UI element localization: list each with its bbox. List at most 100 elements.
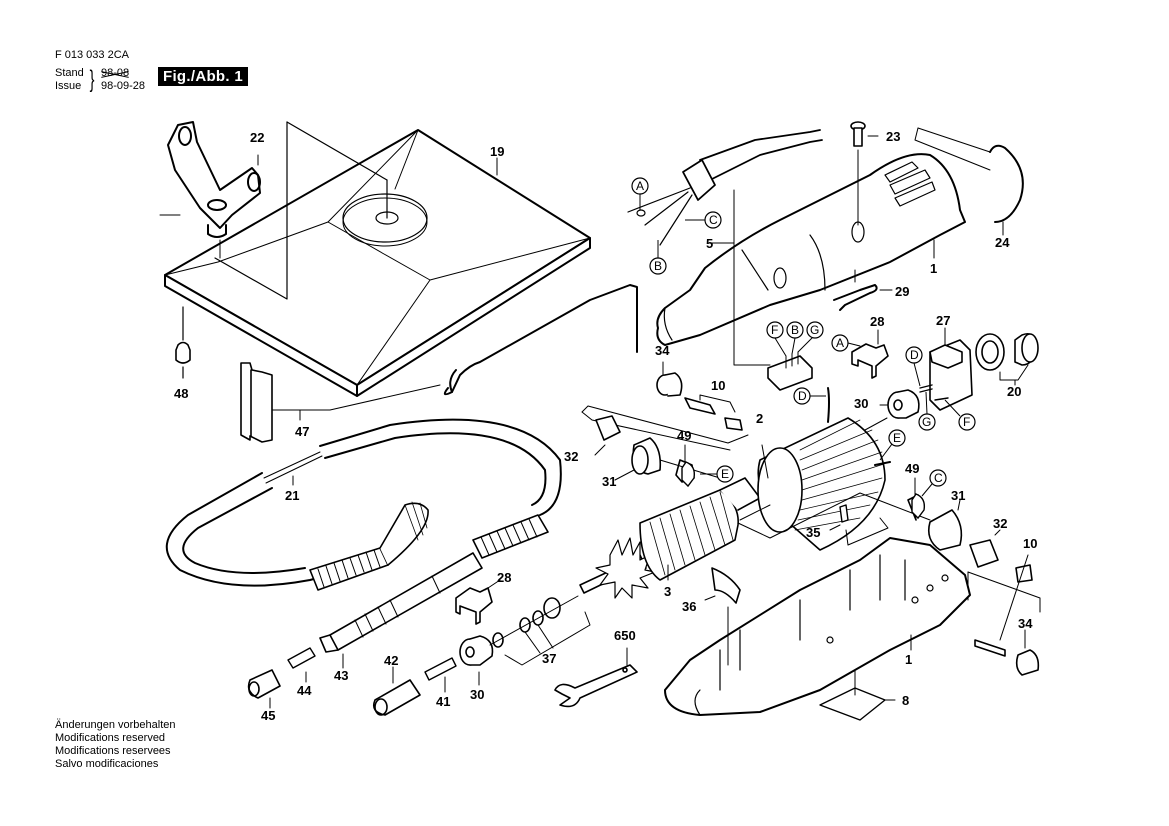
- connector-D-switch: D: [905, 346, 923, 387]
- callout-32-lower: 32: [993, 516, 1007, 531]
- pin-41: [424, 657, 457, 693]
- issue-value: 98-09-28: [101, 80, 146, 92]
- brush-assembly-lower: [737, 477, 1041, 676]
- connector-E-field: E: [879, 429, 906, 461]
- svg-text:F: F: [963, 415, 970, 429]
- circlip-49-right: [911, 493, 926, 520]
- callout-5: 5: [706, 236, 713, 251]
- collet-nut-45: [247, 669, 281, 709]
- cover-36: [704, 567, 741, 666]
- footer-notes: Änderungen vorbehalten Modifications res…: [55, 719, 175, 771]
- callout-8: 8: [902, 693, 909, 708]
- svg-text:G: G: [810, 323, 819, 337]
- svg-text:B: B: [654, 259, 662, 273]
- svg-text:F: F: [771, 323, 778, 337]
- svg-text:G: G: [922, 415, 931, 429]
- svg-text:C: C: [709, 213, 718, 227]
- callout-22: 22: [250, 130, 264, 145]
- connector-G-terminal: G: [806, 321, 824, 339]
- armature-3: [579, 477, 761, 599]
- callout-20: 20: [1007, 384, 1021, 399]
- stand-value: 98-08: [101, 67, 129, 80]
- holder-rail-47: [240, 362, 441, 443]
- issue-label: Issue: [55, 80, 82, 92]
- callout-35: 35: [806, 525, 820, 540]
- connector-C-cord: C: [685, 211, 722, 229]
- bracket-22: [167, 121, 261, 259]
- callout-32-upper: 32: [564, 449, 578, 464]
- footer-line-de: Änderungen vorbehalten: [55, 719, 176, 731]
- footer-line-en: Modifications reserved: [55, 732, 166, 744]
- callout-34-upper: 34: [655, 343, 670, 358]
- callout-10-lower: 10: [1023, 536, 1037, 551]
- callout-45: 45: [261, 708, 275, 723]
- callout-650: 650: [614, 628, 636, 643]
- svg-text:E: E: [721, 467, 729, 481]
- callout-27: 27: [936, 313, 950, 328]
- collet-44: [287, 647, 316, 683]
- callout-49-left: 49: [677, 428, 691, 443]
- callout-47: 47: [295, 424, 309, 439]
- footer-line-es: Salvo modificaciones: [55, 758, 159, 770]
- retaining-ring-24: [914, 127, 1024, 236]
- svg-text:E: E: [893, 431, 901, 445]
- callout-30-lower: 30: [470, 687, 484, 702]
- callout-24: 24: [995, 235, 1010, 250]
- terminal-block: [767, 337, 813, 391]
- svg-text:C: C: [934, 471, 943, 485]
- callout-31-upper: 31: [602, 474, 616, 489]
- callout-44: 44: [297, 683, 312, 698]
- callout-49-right: 49: [905, 461, 919, 476]
- connector-D-field: D: [793, 387, 826, 405]
- callout-1-lower: 1: [905, 652, 912, 667]
- svg-text:B: B: [791, 323, 799, 337]
- callout-2: 2: [756, 411, 763, 426]
- stand-value-text: 98-08: [101, 67, 130, 79]
- handpiece-43: [319, 552, 483, 669]
- switch-27: [919, 327, 973, 411]
- figure-label: Fig./Abb. 1: [158, 67, 248, 86]
- wrench-650: [554, 647, 638, 708]
- svg-text:A: A: [836, 336, 844, 350]
- connector-F-switch: F: [944, 399, 976, 431]
- flexible-shaft-21: [165, 418, 562, 591]
- callout-31-lower: 31: [951, 488, 965, 503]
- callout-28-upper: 28: [870, 314, 884, 329]
- callout-30-upper: 30: [854, 396, 868, 411]
- document-number: F 013 033 2CA: [55, 49, 129, 61]
- callout-3: 3: [664, 584, 671, 599]
- speed-control-20: [975, 332, 1039, 386]
- svg-text:D: D: [798, 389, 807, 403]
- screw-23: [850, 121, 879, 226]
- housing-lower-1: [664, 537, 971, 716]
- connector-F-terminal: F: [766, 321, 784, 339]
- callout-37: 37: [542, 651, 556, 666]
- bearing-30-lower: [459, 635, 494, 686]
- svg-text:D: D: [910, 348, 919, 362]
- connector-A-clip: A: [831, 334, 849, 352]
- clip-28-upper: [847, 329, 889, 379]
- callout-42: 42: [384, 653, 398, 668]
- callout-21: 21: [285, 488, 299, 503]
- washers-37: [489, 595, 591, 666]
- footer-line-fr: Modifications reservees: [55, 745, 171, 757]
- circlip-49-left: [681, 461, 696, 488]
- clip-28-lower: [455, 579, 501, 625]
- callout-1-upper: 1: [930, 261, 937, 276]
- callout-29: 29: [895, 284, 909, 299]
- foot-48: [175, 306, 191, 379]
- callout-34-lower: 34: [1018, 616, 1033, 631]
- power-cord: [627, 129, 823, 366]
- callout-36: 36: [682, 599, 696, 614]
- callout-19: 19: [490, 144, 504, 159]
- stand-label: Stand: [55, 67, 84, 79]
- callout-41: 41: [436, 694, 450, 709]
- svg-text:A: A: [636, 179, 644, 193]
- label-8: [819, 669, 896, 721]
- callout-48: 48: [174, 386, 188, 401]
- callout-43: 43: [334, 668, 348, 683]
- connector-B-terminal: B: [786, 321, 804, 339]
- connector-E-left: E: [700, 465, 734, 483]
- callout-23: 23: [886, 129, 900, 144]
